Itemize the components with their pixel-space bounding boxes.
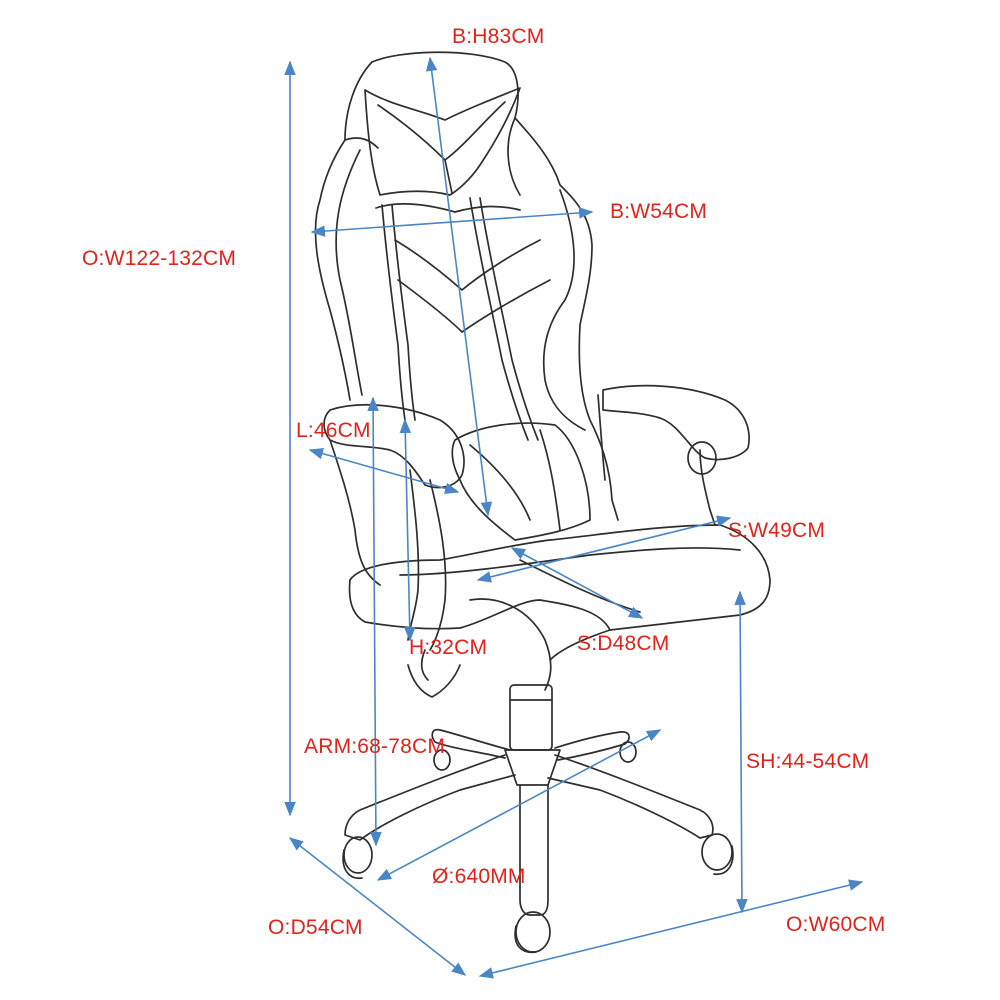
dimension-lines — [284, 56, 864, 979]
gaming-chair-illustration — [314, 51, 771, 954]
dim-lumbar — [308, 447, 460, 495]
caster-front-left — [343, 836, 373, 874]
label-armrest-height: H:32CM — [409, 636, 488, 659]
label-overall-height: O:W122-132CM — [82, 247, 237, 270]
label-base-diameter: Ø:640MM — [432, 865, 526, 888]
backrest-wing-left — [344, 137, 379, 149]
backrest-left-outline — [314, 61, 373, 401]
backrest-wing-right — [507, 117, 521, 196]
strap-right — [469, 197, 529, 441]
label-overall-width: O:W60CM — [786, 913, 886, 936]
caster-back-right — [619, 741, 637, 763]
base-leg-front — [519, 784, 549, 916]
armrest-right-pad — [602, 384, 750, 461]
label-seat-height: SH:44-54CM — [746, 750, 870, 773]
backrest-outline — [371, 51, 619, 521]
dim-overall-width — [478, 879, 864, 979]
seat-side-panel — [469, 598, 552, 691]
dim-armrest-floor — [367, 396, 382, 847]
caster-front-right — [701, 833, 733, 871]
dim-armrest-height — [399, 418, 416, 642]
dim-seat-depth — [510, 547, 644, 619]
label-backrest-height: B:H83CM — [452, 25, 545, 48]
seat-outline — [349, 524, 771, 661]
recline-lever — [407, 664, 461, 698]
base-leg-back-right — [554, 731, 630, 761]
backrest-inner-left — [335, 149, 363, 396]
gas-cylinder — [509, 684, 553, 751]
backrest-inner-right — [542, 189, 586, 431]
dim-seat-width — [476, 515, 732, 583]
dim-backrest-height — [425, 56, 493, 517]
label-backrest-width: B:W54CM — [610, 200, 708, 223]
label-armrest-floor-height: ARM:68-78CM — [304, 735, 446, 758]
cylinder-base — [504, 749, 561, 786]
armrest-left-pad — [323, 403, 465, 489]
seat-front — [348, 579, 611, 631]
back-chevron-upper — [394, 239, 541, 291]
armrest-left-side — [329, 439, 381, 586]
caster-front — [515, 911, 551, 953]
base-leg-right — [547, 754, 714, 839]
seat-cushion-top — [399, 547, 741, 576]
headrest-pillow — [364, 87, 521, 196]
label-seat-width: S:W49CM — [728, 519, 826, 542]
lumbar-pillow — [451, 422, 591, 541]
label-overall-depth: O:D54CM — [268, 916, 363, 939]
label-seat-depth: S:D48CM — [577, 632, 670, 655]
dim-backrest-width — [310, 207, 594, 237]
dim-overall-depth — [288, 837, 467, 976]
armrest-right-knob — [687, 441, 717, 475]
back-chevron-lower — [397, 279, 551, 333]
strap-left — [381, 204, 406, 421]
base-leg-left — [344, 754, 516, 841]
label-lumbar-pillow: L:46CM — [296, 419, 371, 442]
dim-seat-height — [734, 590, 748, 914]
